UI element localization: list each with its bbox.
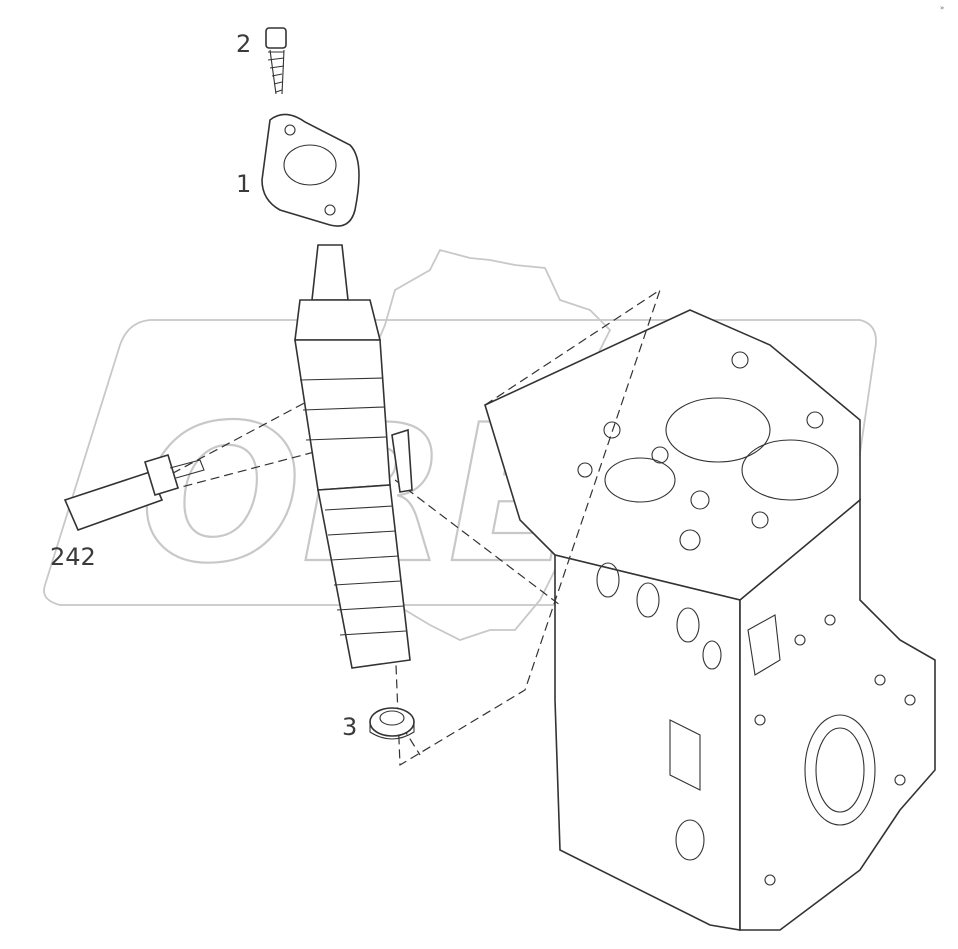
washer-outer: [369, 707, 415, 737]
injector-side-port: [391, 428, 413, 493]
screw-shank-outline: [269, 49, 285, 95]
flange-body: [261, 113, 360, 227]
side-opening-inner: [815, 727, 865, 813]
front-slot: [669, 719, 701, 791]
injector-nozzle-top: [311, 244, 349, 301]
cylinder-bore-1: [665, 397, 771, 463]
callout-2: 2: [236, 30, 251, 58]
front-bore: [596, 562, 620, 598]
part-242-rod: [63, 454, 205, 532]
rod-fitting: [144, 454, 179, 496]
side-opening: [804, 714, 876, 826]
injector-ribs: [299, 377, 407, 636]
dash-242-to-injector: [159, 399, 311, 481]
screw-head: [265, 27, 287, 49]
engine-block-front: [554, 553, 741, 931]
top-hole: [603, 421, 621, 439]
callout-3: 3: [342, 713, 357, 741]
top-hole: [731, 351, 749, 369]
side-hole: [904, 694, 916, 706]
flange-bolt-hole: [324, 204, 336, 216]
rod-body: [63, 471, 164, 532]
dash-injector-to-block: [394, 479, 561, 606]
front-bore: [676, 607, 700, 643]
side-hole: [894, 774, 906, 786]
side-hole: [794, 634, 806, 646]
injector: [294, 244, 413, 669]
callout-1: 1: [236, 170, 251, 198]
side-boss: [747, 614, 781, 676]
screw-shank: [267, 51, 285, 93]
side-hole: [764, 874, 776, 886]
cylinder-bore-2: [741, 439, 839, 501]
top-hole: [690, 490, 710, 510]
side-hole: [874, 674, 886, 686]
washer-inner: [379, 710, 405, 726]
top-hole: [577, 462, 593, 478]
dash-242-to-injector-2: [169, 439, 361, 491]
front-bore: [675, 819, 705, 861]
washer-edge: [369, 722, 415, 740]
engine-block: [484, 309, 936, 931]
top-hole: [806, 411, 824, 429]
cylinder-bore-3: [604, 457, 676, 503]
top-hole: [751, 511, 769, 529]
part-3-washer: [369, 707, 415, 740]
flange-bolt-hole: [284, 124, 296, 136]
front-bore: [636, 582, 660, 618]
rod-tip: [169, 459, 205, 479]
injector-hex: [294, 299, 382, 341]
side-hole: [824, 614, 836, 626]
part-1-flange: [261, 113, 360, 227]
corner-mark: »: [940, 4, 944, 12]
front-bore: [702, 640, 722, 670]
injector-lower-body: [317, 484, 411, 669]
part-2-screw: [265, 27, 287, 95]
side-hole: [754, 714, 766, 726]
flange-center-hole: [283, 144, 337, 186]
callout-242: 242: [50, 543, 96, 571]
top-hole: [651, 446, 669, 464]
top-hole: [679, 529, 701, 551]
